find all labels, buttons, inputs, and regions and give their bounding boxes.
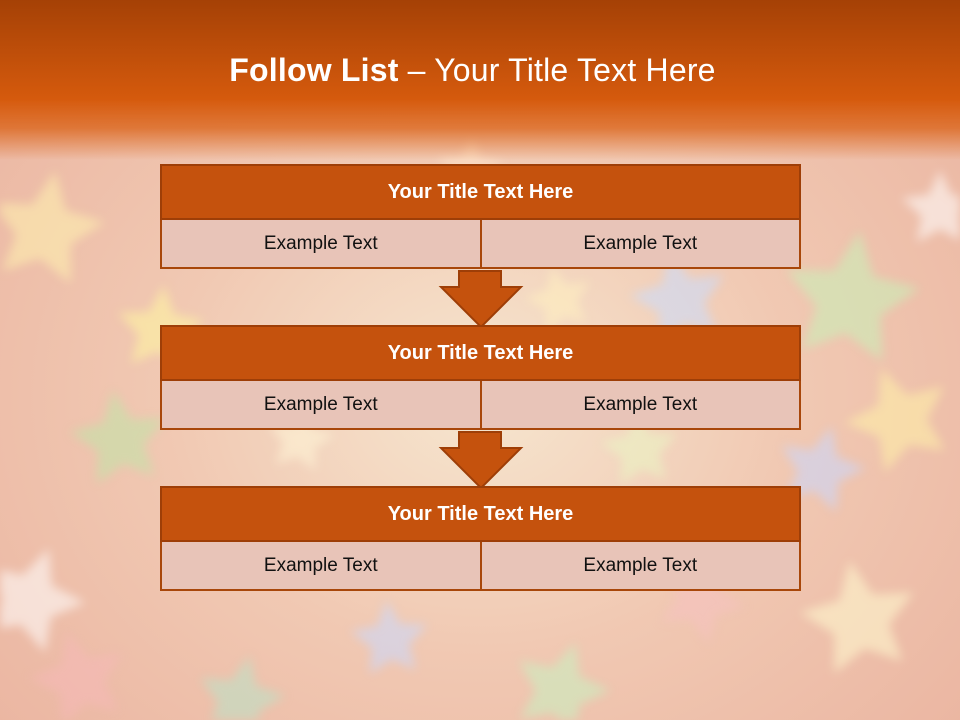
slide-title-rest: – Your Title Text Here	[398, 52, 716, 88]
block-row: Example Text Example Text	[160, 220, 801, 269]
title-bar	[0, 0, 960, 160]
slide-title: Follow List – Your Title Text Here	[0, 52, 945, 89]
block-cell-left: Example Text	[160, 381, 482, 430]
block-title: Your Title Text Here	[160, 164, 801, 220]
list-block-1: Your Title Text Here Example Text Exampl…	[160, 164, 801, 269]
list-block-3: Your Title Text Here Example Text Exampl…	[160, 486, 801, 591]
slide-title-bold: Follow List	[229, 52, 399, 88]
block-cell-right: Example Text	[481, 381, 801, 430]
block-cell-left: Example Text	[160, 542, 482, 591]
block-cell-right: Example Text	[481, 220, 801, 269]
block-row: Example Text Example Text	[160, 542, 801, 591]
block-title: Your Title Text Here	[160, 486, 801, 542]
list-block-2: Your Title Text Here Example Text Exampl…	[160, 325, 801, 430]
block-cell-left: Example Text	[160, 220, 482, 269]
down-arrow-icon	[438, 270, 524, 329]
block-title: Your Title Text Here	[160, 325, 801, 381]
down-arrow-icon	[438, 431, 524, 490]
block-cell-right: Example Text	[481, 542, 801, 591]
block-row: Example Text Example Text	[160, 381, 801, 430]
